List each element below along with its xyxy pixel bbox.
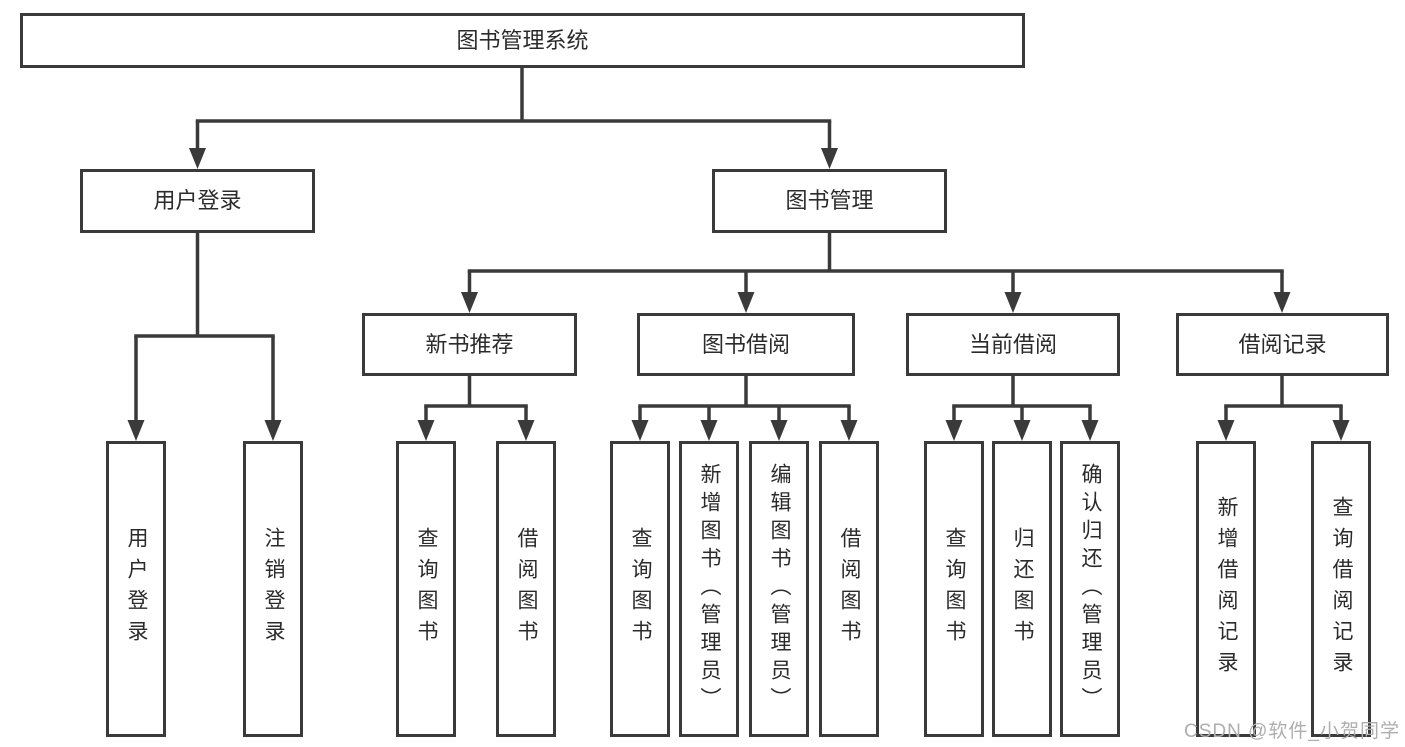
- node-leaf-edit-books-admin: 编辑图书（管理员）: [749, 441, 809, 737]
- node-leaf-user-login: 用户登录: [106, 441, 166, 737]
- node-leaf-add-borrow-record: 新增借阅记录: [1196, 441, 1256, 737]
- node-leaf-add-books-admin: 新增图书（管理员）: [679, 441, 739, 737]
- node-leaf-query-books-current-label: 查询图书: [943, 527, 966, 651]
- node-leaf-return-books-label: 归还图书: [1011, 527, 1034, 651]
- node-book-borrowing: 图书借阅: [637, 313, 855, 376]
- node-leaf-query-books-recommend: 查询图书: [396, 441, 456, 737]
- node-current-borrowing-label: 当前借阅: [968, 331, 1057, 357]
- node-borrowing-records: 借阅记录: [1176, 313, 1389, 376]
- node-new-book-recommendation-label: 新书推荐: [425, 331, 514, 357]
- node-leaf-logout: 注销登录: [243, 441, 303, 737]
- node-leaf-borrow-books-label: 借阅图书: [838, 527, 861, 651]
- node-root: 图书管理系统: [20, 13, 1025, 68]
- node-book-management-label: 图书管理: [785, 188, 874, 213]
- node-leaf-logout-label: 注销登录: [262, 527, 285, 651]
- node-leaf-return-books: 归还图书: [992, 441, 1052, 737]
- node-leaf-query-books-recommend-label: 查询图书: [415, 527, 438, 651]
- node-leaf-query-borrow-record: 查询借阅记录: [1311, 441, 1371, 737]
- csdn-watermark: CSDN @软件_小贺同学: [1184, 721, 1400, 742]
- node-leaf-borrow-books-recommend: 借阅图书: [496, 441, 556, 737]
- node-leaf-add-borrow-record-label: 新增借阅记录: [1215, 496, 1238, 682]
- node-book-management: 图书管理: [712, 169, 947, 233]
- node-leaf-add-books-admin-label: 新增图书（管理员）: [698, 463, 721, 715]
- node-leaf-user-login-label: 用户登录: [125, 527, 148, 651]
- node-leaf-edit-books-admin-label: 编辑图书（管理员）: [768, 463, 791, 715]
- node-user-login-label: 用户登录: [153, 188, 242, 213]
- node-book-borrowing-label: 图书借阅: [701, 331, 790, 357]
- node-leaf-query-books-borrowing-label: 查询图书: [629, 527, 652, 651]
- node-leaf-confirm-return-admin: 确认归还（管理员）: [1060, 441, 1120, 737]
- node-leaf-query-borrow-record-label: 查询借阅记录: [1330, 496, 1353, 682]
- node-leaf-confirm-return-admin-label: 确认归还（管理员）: [1079, 463, 1102, 715]
- node-leaf-query-books-current: 查询图书: [924, 441, 984, 737]
- node-leaf-borrow-books: 借阅图书: [819, 441, 879, 737]
- node-root-label: 图书管理系统: [456, 27, 589, 53]
- node-user-login: 用户登录: [80, 169, 315, 233]
- node-new-book-recommendation: 新书推荐: [362, 313, 577, 376]
- node-leaf-query-books-borrowing: 查询图书: [610, 441, 670, 737]
- node-leaf-borrow-books-recommend-label: 借阅图书: [515, 527, 538, 651]
- node-current-borrowing: 当前借阅: [906, 313, 1120, 376]
- node-borrowing-records-label: 借阅记录: [1238, 331, 1327, 357]
